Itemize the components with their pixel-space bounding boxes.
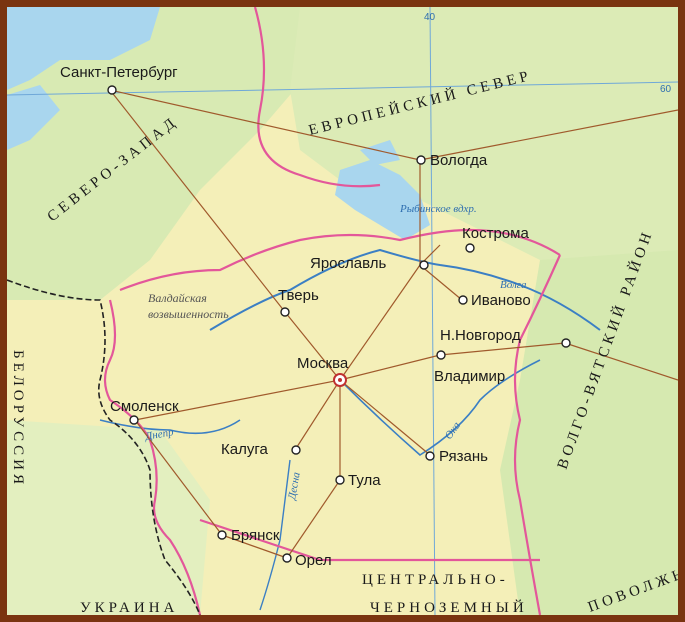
city-spb[interactable]: Санкт-Петербург — [60, 64, 178, 95]
city-bryansk[interactable]: Брянск — [217, 527, 280, 544]
city-yaroslavl[interactable]: Ярославль — [310, 255, 429, 272]
city-label-vladimir: Владимир — [434, 368, 505, 385]
lowland-volgavyatka — [500, 250, 678, 615]
coord-lat-60: 60 — [660, 84, 672, 95]
border-north-northwest — [253, 7, 381, 188]
city-label-tula: Тула — [348, 472, 381, 489]
meridian-40 — [429, 7, 436, 615]
river-volga — [209, 248, 601, 331]
lake-beloye — [360, 140, 400, 165]
city-vologda[interactable]: Вологда — [416, 152, 488, 169]
city-kaluga[interactable]: Калуга — [221, 441, 301, 458]
label-region-central: ЦЕНТРАЛЬНО- — [362, 572, 509, 588]
label-dnepr: Днепр — [143, 426, 174, 443]
city-tula[interactable]: Тула — [335, 472, 381, 489]
rybinsk-reservoir-water — [335, 160, 430, 240]
city-label-bryansk: Брянск — [231, 527, 280, 544]
city-label-orel: Орел — [295, 552, 332, 569]
city-ivanovo[interactable]: Иваново — [458, 292, 531, 309]
label-valdai-1: Валдайская — [148, 291, 207, 305]
label-desna: Десна — [286, 471, 303, 502]
border-center-north — [119, 228, 561, 292]
lowland-southwest — [7, 420, 210, 615]
city-kostroma[interactable]: Кострома — [462, 225, 529, 253]
city-label-spb: Санкт-Петербург — [60, 64, 178, 81]
gulf-of-finland — [7, 7, 160, 90]
label-region-central-2: ЧЕРНОЗЕМНЫЙ — [370, 599, 528, 615]
label-region-ukraine: УКРАИНА — [80, 600, 178, 615]
border-volgavyatka — [513, 254, 562, 615]
map-canvas: 40 60 Рыбинское вдхр. Волга Ока Днепр Де… — [7, 7, 678, 615]
border-central-chernozem — [199, 518, 540, 562]
river-oka — [339, 359, 541, 456]
city-tver[interactable]: Тверь — [278, 287, 319, 317]
city-ryazan[interactable]: Рязань — [425, 448, 488, 465]
city-label-ryazan: Рязань — [439, 448, 488, 465]
lowland-north — [290, 7, 678, 270]
city-orel[interactable]: Орел — [282, 552, 332, 569]
city-label-ivanovo: Иваново — [471, 292, 531, 309]
city-label-vologda: Вологда — [430, 152, 488, 169]
coord-lon-40: 40 — [424, 12, 436, 23]
state-border — [7, 279, 201, 615]
river-desna — [259, 459, 291, 611]
city-vladimir[interactable]: Владимир — [434, 350, 505, 385]
city-label-kostroma: Кострома — [462, 225, 529, 242]
lowland-northwest — [7, 7, 320, 300]
river-dnepr — [99, 419, 241, 435]
label-region-belarus: БЕЛОРУССИЯ — [10, 350, 26, 488]
label-valdai-2: возвышенность — [148, 307, 229, 321]
lake-ladoga — [7, 85, 60, 150]
city-label-moscow: Москва — [297, 355, 349, 372]
city-smolensk[interactable]: Смоленск — [110, 398, 179, 425]
city-label-yaroslavl: Ярославль — [310, 255, 386, 272]
city-nnovgorod[interactable]: Н.Новгород — [440, 327, 571, 348]
city-label-nnovgorod: Н.Новгород — [440, 327, 521, 344]
city-label-kaluga: Калуга — [221, 441, 268, 458]
label-volga: Волга — [500, 279, 527, 291]
city-label-smolensk: Смоленск — [110, 398, 179, 415]
label-rybinsk: Рыбинское вдхр. — [399, 203, 477, 215]
roads — [109, 89, 678, 559]
city-moscow[interactable]: Москва — [297, 355, 349, 387]
city-label-tver: Тверь — [278, 287, 319, 304]
